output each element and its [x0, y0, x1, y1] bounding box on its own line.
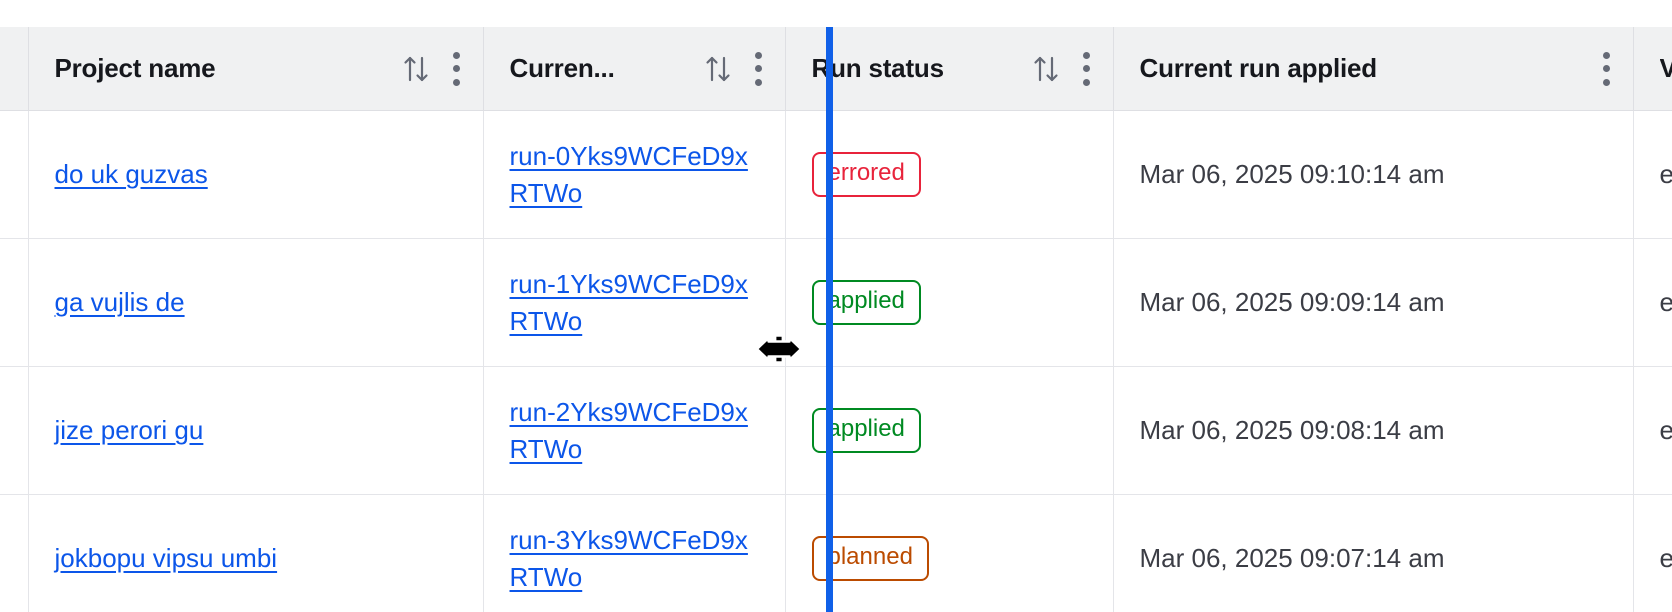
column-header-clipped[interactable]: V — [1633, 27, 1672, 111]
project-name-link[interactable]: jokbopu vipsu umbi — [54, 543, 278, 574]
table-row[interactable]: jize perori gu run-2Yks9WCFeD9xRTWo appl… — [0, 366, 1672, 495]
column-header-label-clipped: V — [1659, 53, 1672, 83]
cell-clipped: e — [1633, 238, 1672, 367]
table-row[interactable]: ga vujlis de run-1Yks9WCFeD9xRTWo applie… — [0, 238, 1672, 367]
status-badge: errored — [811, 152, 921, 197]
column-header-run-status[interactable]: Run status — [785, 27, 1114, 111]
status-badge: planned — [811, 536, 929, 581]
clipped-cell-text: e — [1660, 415, 1672, 445]
cell-clipped: e — [1633, 366, 1672, 495]
projects-table: Project name — [0, 27, 1672, 612]
current-run-link[interactable]: run-0Yks9WCFeD9xRTWo — [509, 140, 748, 208]
cell-run-status: applied — [785, 238, 1114, 367]
column-header-current-run-applied[interactable]: Current run applied — [1113, 27, 1634, 111]
current-run-link[interactable]: run-3Yks9WCFeD9xRTWo — [509, 524, 748, 592]
cell-project-name: jokbopu vipsu umbi — [28, 494, 484, 612]
kebab-menu-icon[interactable] — [1083, 51, 1091, 86]
column-header-project-name[interactable]: Project name — [28, 27, 484, 111]
applied-timestamp: Mar 06, 2025 09:07:14 am — [1139, 543, 1445, 573]
status-badge: applied — [811, 280, 921, 325]
clipped-cell-text: e — [1660, 159, 1672, 189]
cell-run-status: errored — [785, 110, 1114, 239]
project-name-link[interactable]: do uk guzvas — [54, 159, 208, 190]
table-body: do uk guzvas run-0Yks9WCFeD9xRTWo errore… — [0, 110, 1672, 612]
table-scroll-container[interactable]: Project name — [0, 27, 1672, 612]
sort-arrows-icon[interactable] — [1031, 52, 1061, 86]
cell-clipped: e — [1633, 494, 1672, 612]
cell-current-run-applied: Mar 06, 2025 09:07:14 am — [1113, 494, 1634, 612]
column-header-label-current-run-applied: Current run applied — [1139, 53, 1377, 83]
cell-project-name: ga vujlis de — [28, 238, 484, 367]
column-header-label-run-status: Run status — [811, 53, 944, 83]
top-gutter — [0, 0, 1672, 27]
kebab-menu-icon[interactable] — [1603, 51, 1611, 86]
clipped-cell-text: e — [1660, 287, 1672, 317]
cell-current-run: run-0Yks9WCFeD9xRTWo — [483, 110, 786, 239]
row-gutter-cell — [0, 366, 29, 495]
cell-project-name: jize perori gu — [28, 366, 484, 495]
current-run-link[interactable]: run-2Yks9WCFeD9xRTWo — [509, 396, 748, 464]
cell-current-run: run-3Yks9WCFeD9xRTWo — [483, 494, 786, 612]
table-header: Project name — [0, 27, 1672, 111]
cell-current-run: run-1Yks9WCFeD9xRTWo — [483, 238, 786, 367]
kebab-menu-icon[interactable] — [755, 51, 763, 86]
column-header-label-project-name: Project name — [54, 53, 216, 83]
project-name-link[interactable]: ga vujlis de — [54, 287, 185, 318]
applied-timestamp: Mar 06, 2025 09:09:14 am — [1139, 287, 1445, 317]
cell-current-run-applied: Mar 06, 2025 09:08:14 am — [1113, 366, 1634, 495]
current-run-link[interactable]: run-1Yks9WCFeD9xRTWo — [509, 268, 748, 336]
applied-timestamp: Mar 06, 2025 09:08:14 am — [1139, 415, 1445, 445]
cell-run-status: applied — [785, 366, 1114, 495]
cell-current-run-applied: Mar 06, 2025 09:09:14 am — [1113, 238, 1634, 367]
column-header-current-run[interactable]: Curren... — [483, 27, 786, 111]
row-gutter-cell — [0, 238, 29, 367]
table-row[interactable]: jokbopu vipsu umbi run-3Yks9WCFeD9xRTWo … — [0, 494, 1672, 612]
sort-arrows-icon[interactable] — [401, 52, 431, 86]
cell-run-status: planned — [785, 494, 1114, 612]
column-header-label-current-run: Curren... — [509, 53, 615, 83]
status-badge: applied — [811, 408, 921, 453]
table-row[interactable]: do uk guzvas run-0Yks9WCFeD9xRTWo errore… — [0, 110, 1672, 239]
project-name-link[interactable]: jize perori gu — [54, 415, 204, 446]
table-header-row: Project name — [0, 27, 1672, 111]
row-gutter-cell — [0, 494, 29, 612]
kebab-menu-icon[interactable] — [453, 51, 461, 86]
cell-current-run-applied: Mar 06, 2025 09:10:14 am — [1113, 110, 1634, 239]
cell-project-name: do uk guzvas — [28, 110, 484, 239]
applied-timestamp: Mar 06, 2025 09:10:14 am — [1139, 159, 1445, 189]
cell-current-run: run-2Yks9WCFeD9xRTWo — [483, 366, 786, 495]
column-header-gutter — [0, 27, 29, 111]
clipped-cell-text: e — [1660, 543, 1672, 573]
row-gutter-cell — [0, 110, 29, 239]
sort-arrows-icon[interactable] — [703, 52, 733, 86]
cell-clipped: e — [1633, 110, 1672, 239]
